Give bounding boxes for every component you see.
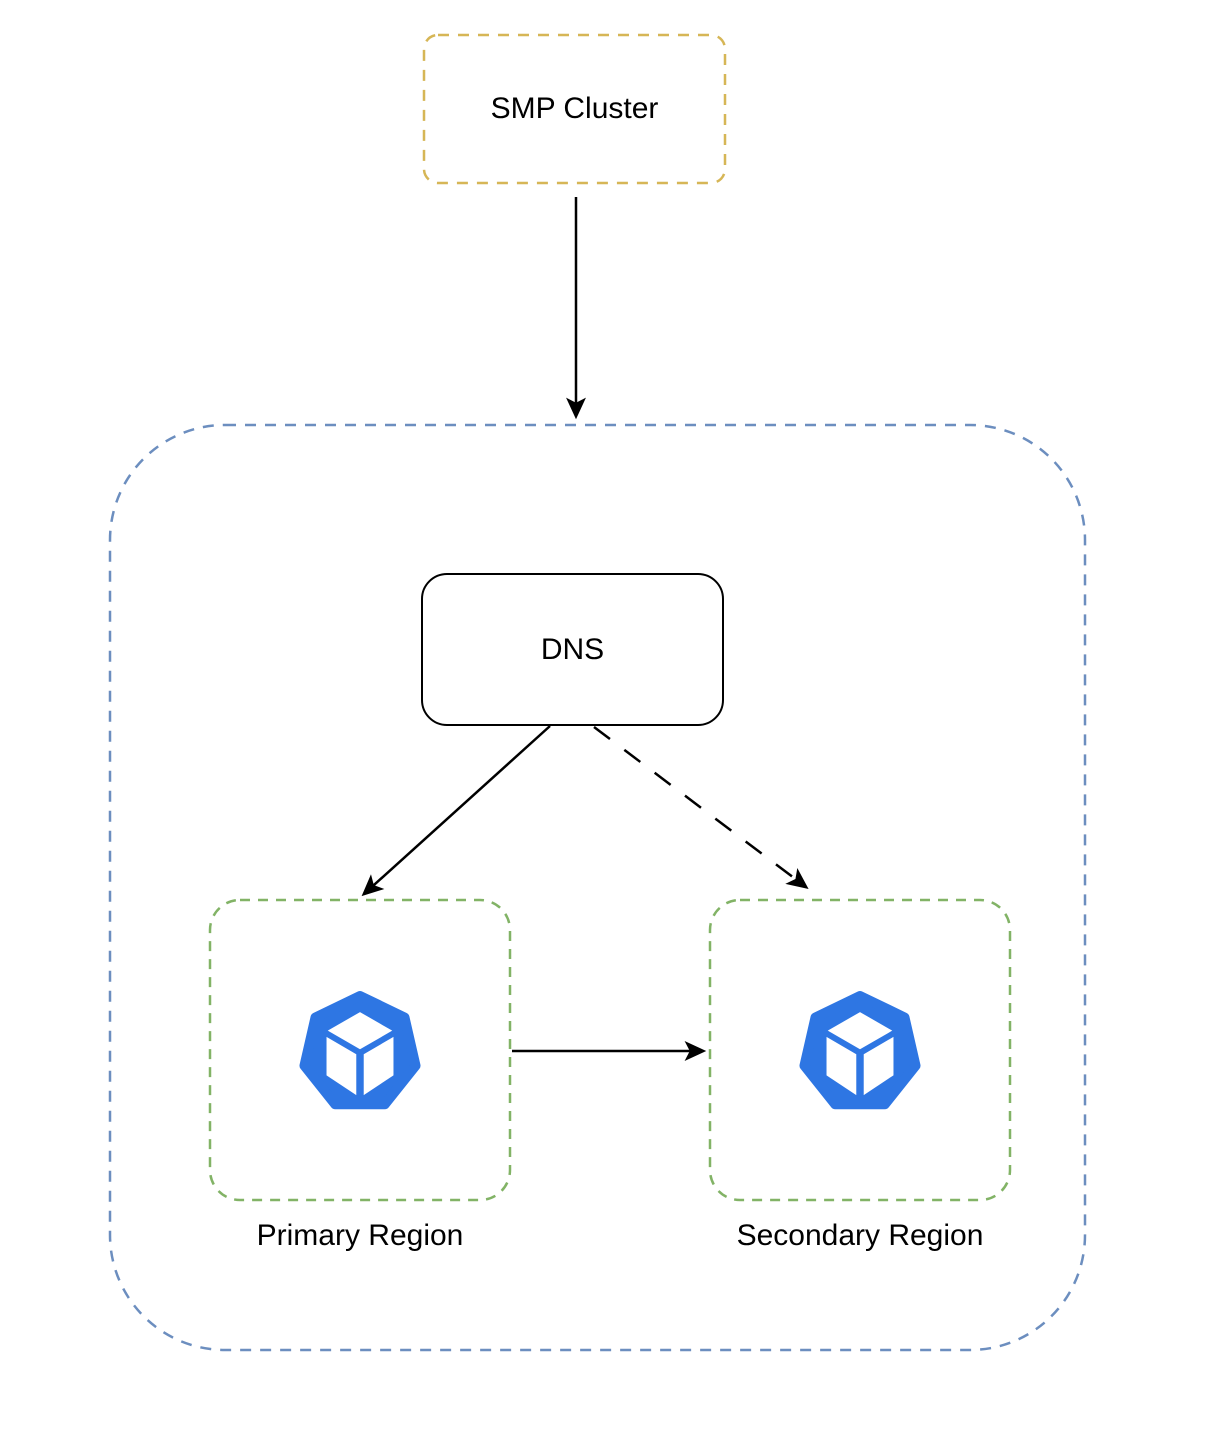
cube-top-face (827, 1012, 893, 1050)
cluster-cube-icon (299, 991, 421, 1110)
edge-dns-to-primary (361, 725, 551, 897)
dns-node (421, 573, 724, 726)
cluster-cube-icon (799, 991, 921, 1110)
cube-left-face (826, 1036, 857, 1096)
cube-right-face (863, 1036, 894, 1096)
cube-right-face (363, 1036, 394, 1096)
outer-group-node (108, 423, 1087, 1352)
cube-top-face (327, 1012, 393, 1050)
edge-dns-to-secondary (593, 726, 809, 889)
cube-left-face (326, 1036, 357, 1096)
smp-cluster-node (422, 33, 727, 185)
